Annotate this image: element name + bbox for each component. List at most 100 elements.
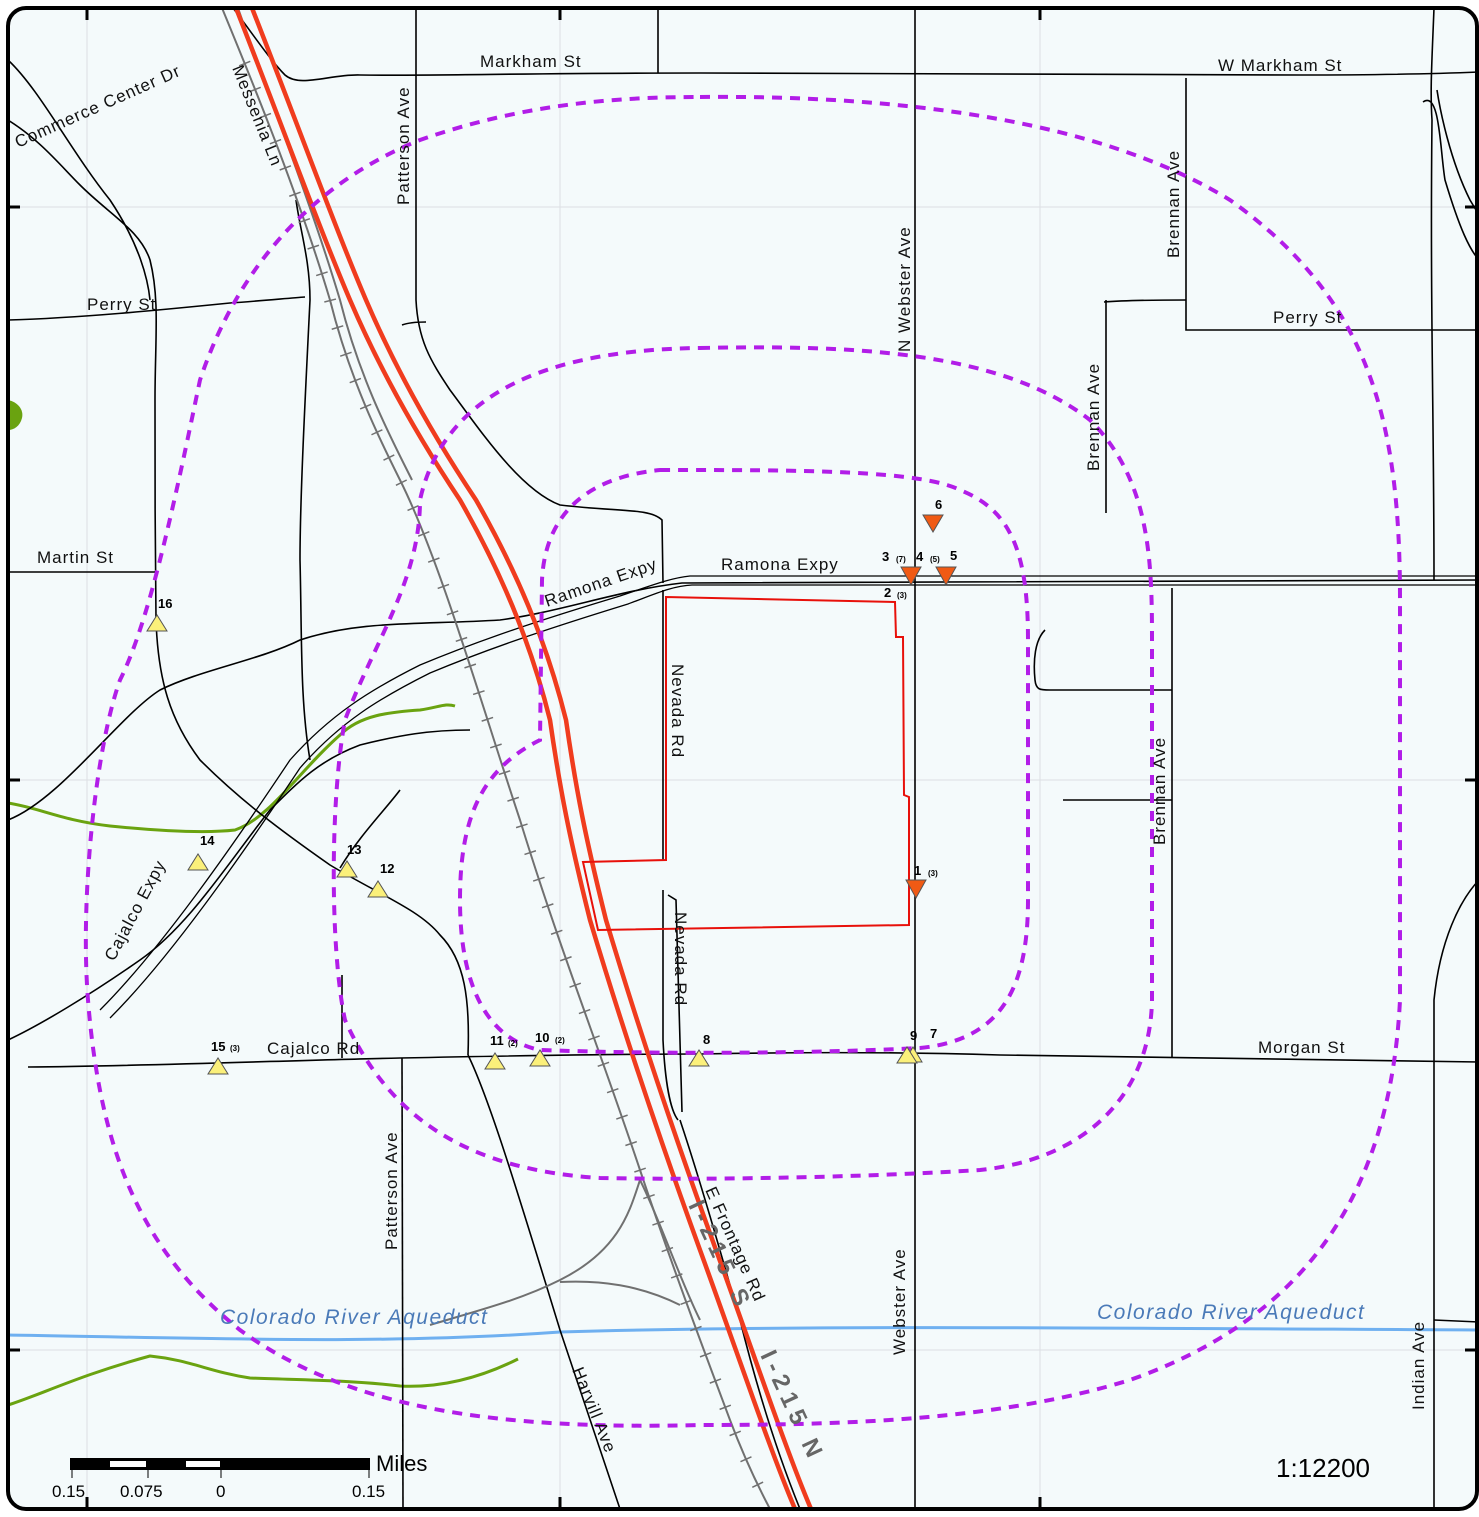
aqueduct-line bbox=[8, 1326, 1479, 1342]
railroad-tie bbox=[315, 271, 328, 277]
site-markers: 1 (3) 2 (3) 3 (7) 4 (5) 5 6 bbox=[146, 497, 957, 1075]
svg-text:5: 5 bbox=[950, 548, 957, 563]
label-patterson-ave-south: Patterson Ave bbox=[382, 1131, 401, 1250]
svg-text:15: 15 bbox=[211, 1039, 225, 1054]
label-indian-ave: Indian Ave bbox=[1409, 1321, 1428, 1410]
railroad-tie bbox=[524, 850, 537, 856]
buffer-ring-middle bbox=[331, 345, 1154, 1181]
railroad-tie bbox=[259, 112, 272, 119]
site-marker-15[interactable]: 15 (3) bbox=[207, 1039, 240, 1075]
svg-text:(3): (3) bbox=[230, 1044, 240, 1053]
site-marker-5[interactable]: 5 bbox=[935, 548, 957, 587]
local-roads bbox=[8, 8, 1479, 1509]
railroad-tie bbox=[690, 1325, 702, 1332]
site-marker-16[interactable]: 16 bbox=[146, 596, 172, 632]
svg-text:11: 11 bbox=[490, 1033, 504, 1048]
railroad-tie bbox=[740, 1456, 752, 1463]
scale-tick-4: 0.15 bbox=[352, 1482, 385, 1501]
site-marker-13[interactable]: 13 bbox=[336, 842, 361, 878]
railroad-tie bbox=[559, 956, 572, 962]
map-frame bbox=[6, 6, 1479, 1511]
railroad-tie bbox=[606, 1087, 619, 1094]
svg-text:16: 16 bbox=[158, 596, 172, 611]
railroad-tie bbox=[359, 403, 372, 410]
railroad-tie bbox=[532, 876, 545, 882]
railroad-tie bbox=[578, 1008, 591, 1015]
site-marker-8[interactable]: 8 bbox=[688, 1032, 710, 1067]
label-aqueduct-west: Colorado River Aqueduct bbox=[220, 1306, 488, 1329]
scale-tick-1: 0.15 bbox=[52, 1482, 85, 1501]
railroad-tie bbox=[569, 982, 582, 988]
scale-ratio: 1:12200 bbox=[1276, 1453, 1370, 1483]
scale-bar: Miles 0.15 0.075 0 0.15 bbox=[52, 1451, 427, 1501]
label-martin-st: Martin St bbox=[37, 548, 114, 567]
railroad-tie bbox=[507, 796, 520, 802]
railroad-tie bbox=[371, 429, 383, 436]
railroad-tie bbox=[298, 217, 311, 224]
railroad-tie bbox=[324, 298, 337, 303]
site-marker-4[interactable]: 4 (5) bbox=[916, 549, 940, 564]
railroad-tie bbox=[407, 505, 419, 512]
svg-text:1: 1 bbox=[914, 863, 921, 878]
railroad-tie bbox=[515, 823, 528, 829]
railroad-tie bbox=[550, 929, 563, 935]
svg-text:4: 4 bbox=[916, 549, 924, 564]
site-marker-11[interactable]: 11 (2) bbox=[484, 1033, 518, 1070]
site-marker-14[interactable]: 14 bbox=[187, 833, 215, 871]
railroad-tie bbox=[489, 743, 502, 749]
project-boundary bbox=[581, 595, 910, 932]
svg-text:(3): (3) bbox=[897, 591, 907, 600]
site-marker-10[interactable]: 10 (2) bbox=[529, 1030, 565, 1067]
railroad-tie bbox=[498, 770, 511, 776]
railroad-tie bbox=[339, 351, 352, 357]
svg-text:3: 3 bbox=[882, 549, 889, 564]
buffer-ring-inner bbox=[457, 467, 1030, 1055]
site-marker-6[interactable]: 6 bbox=[922, 497, 944, 533]
railroad-tie bbox=[417, 531, 430, 537]
label-aqueduct-east: Colorado River Aqueduct bbox=[1097, 1301, 1365, 1324]
svg-text:14: 14 bbox=[200, 833, 215, 848]
railroad-tie bbox=[349, 377, 362, 384]
railroad-tie bbox=[541, 903, 554, 909]
railroad-tie bbox=[719, 1404, 732, 1411]
railroad-tie bbox=[597, 1061, 610, 1068]
railroad-tie bbox=[446, 610, 459, 616]
svg-text:(3): (3) bbox=[928, 869, 938, 878]
label-w-markham-st: W Markham St bbox=[1218, 56, 1342, 75]
label-ramona-expy-east: Ramona Expy bbox=[721, 555, 839, 574]
railroad-tie bbox=[643, 1193, 655, 1200]
site-marker-2[interactable]: 2 (3) bbox=[884, 585, 907, 600]
site-marker-12[interactable]: 12 bbox=[367, 861, 394, 898]
railroad-tie bbox=[464, 663, 477, 669]
svg-text:10: 10 bbox=[535, 1030, 549, 1045]
railroad-tie bbox=[670, 1273, 683, 1279]
site-marker-9[interactable]: 9 bbox=[896, 1028, 918, 1064]
svg-text:7: 7 bbox=[930, 1026, 937, 1041]
buffer-ring-outer bbox=[83, 94, 1402, 1428]
railroad-tie bbox=[709, 1378, 722, 1384]
railroad-tie bbox=[455, 636, 468, 643]
railroad-tie bbox=[279, 165, 292, 171]
label-brennan-ave-north: Brennan Ave bbox=[1164, 150, 1183, 258]
railroad-tie bbox=[481, 716, 494, 722]
label-brennan-ave-south: Brennan Ave bbox=[1150, 737, 1169, 845]
railroad-tie bbox=[269, 138, 282, 145]
railroad-tie bbox=[472, 690, 485, 696]
label-patterson-ave-north: Patterson Ave bbox=[394, 86, 413, 205]
site-marker-3[interactable]: 3 (7) bbox=[882, 549, 922, 587]
svg-text:(2): (2) bbox=[508, 1039, 518, 1048]
railroad-tie bbox=[652, 1220, 665, 1226]
railroad-tie bbox=[634, 1167, 646, 1173]
railroad-tie bbox=[307, 244, 320, 250]
railroad-tie bbox=[729, 1430, 742, 1437]
label-cajalco-rd: Cajalco Rd bbox=[267, 1039, 360, 1058]
svg-text:8: 8 bbox=[703, 1032, 710, 1047]
svg-text:9: 9 bbox=[910, 1028, 917, 1043]
site-marker-1[interactable]: 1 (3) bbox=[905, 863, 938, 900]
railroad-tie bbox=[331, 325, 344, 330]
scale-tick-3: 0 bbox=[216, 1482, 225, 1501]
label-perry-st-west: Perry St bbox=[87, 295, 156, 314]
frame-ticks bbox=[8, 8, 1477, 1509]
railroad-tie bbox=[625, 1140, 638, 1147]
